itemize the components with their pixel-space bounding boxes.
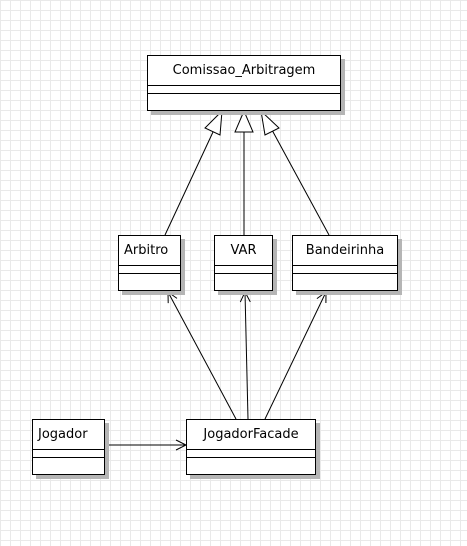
association-arrowhead-bandeirinha — [316, 291, 327, 304]
class-jogador-facade[interactable]: JogadorFacade — [186, 419, 316, 475]
operations-compartment — [148, 94, 340, 102]
attributes-compartment — [187, 450, 315, 458]
class-name: VAR — [215, 236, 272, 266]
attributes-compartment — [215, 266, 272, 274]
class-name: Arbitro — [119, 236, 180, 266]
association-arrowhead-var — [239, 290, 251, 303]
generalization-arrowhead-var — [234, 109, 254, 133]
generalization-arrowhead-bandeirinha — [260, 109, 280, 136]
association-facade-arbitro — [167, 291, 237, 420]
attributes-compartment — [148, 86, 340, 94]
class-bandeirinha[interactable]: Bandeirinha — [292, 235, 398, 291]
generalization-arrowhead-arbitro — [204, 109, 223, 136]
class-jogador[interactable]: Jogador — [32, 419, 105, 475]
attributes-compartment — [119, 266, 180, 274]
operations-compartment — [119, 274, 180, 282]
operations-compartment — [215, 274, 272, 282]
attributes-compartment — [293, 266, 397, 274]
generalization-arbitro-comissao — [164, 131, 214, 236]
operations-compartment — [33, 458, 104, 466]
class-var[interactable]: VAR — [214, 235, 273, 291]
operations-compartment — [187, 458, 315, 466]
attributes-compartment — [33, 450, 104, 458]
class-comissao-arbitragem[interactable]: Comissao_Arbitragem — [147, 55, 341, 111]
association-arrowhead-arbitro — [167, 291, 178, 304]
class-name: Bandeirinha — [293, 236, 397, 266]
class-name: JogadorFacade — [187, 420, 315, 450]
class-arbitro[interactable]: Arbitro — [118, 235, 181, 291]
class-name: Jogador — [33, 420, 104, 450]
class-name: Comissao_Arbitragem — [148, 56, 340, 86]
operations-compartment — [293, 274, 397, 282]
generalization-bandeirinha-comissao — [271, 129, 330, 236]
association-facade-var — [244, 291, 249, 420]
association-facade-bandeirinha — [264, 291, 327, 420]
